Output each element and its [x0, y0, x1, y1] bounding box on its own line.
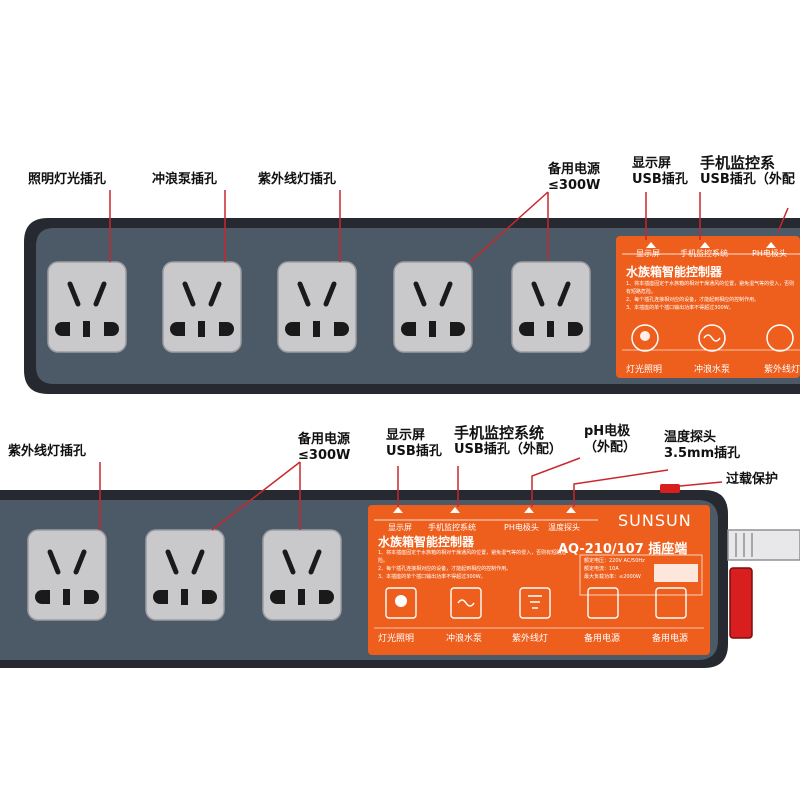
callout-uv-lamp-socket: 紫外线灯插孔 [258, 172, 337, 187]
callout-spare-power-bottom: 备用电源 ≤300W [298, 432, 351, 463]
callout-lighting-socket: 照明灯光插孔 [28, 172, 107, 187]
top-leader-lines [109, 190, 701, 263]
plug-icon [655, 587, 687, 619]
callout-display-usb: 显示屏 USB插孔 [632, 156, 688, 187]
bottom-leader-lines [99, 457, 723, 531]
overload-button[interactable] [660, 484, 680, 493]
callout-phone-monitor-bottom: 手机监控系统 USB插孔（外配） [454, 424, 562, 457]
pump-icon [450, 587, 482, 619]
bottom-socket-1 [28, 530, 106, 620]
callout-wave-pump-socket: 冲浪泵插孔 [152, 172, 218, 187]
callout-spare-power: 备用电源 ≤300W [548, 162, 601, 193]
callout-phone-monitor: 手机监控系 USB插孔（外配 [700, 154, 795, 187]
top-socket-4 [394, 262, 472, 352]
power-cable [727, 529, 800, 561]
bottom-panel-text: 显示屏 手机监控系统 PH电极头 温度探头 SUNSUN 水族箱智能控制器 AQ… [378, 511, 692, 644]
top-power-strip [24, 218, 800, 394]
top-socket-3 [278, 262, 356, 352]
bulb-icon [385, 587, 417, 619]
model-number: AQ-210/107 插座端 [558, 542, 688, 557]
top-panel-title: 水族箱智能控制器 [626, 265, 723, 279]
bottom-panel-title: 水族箱智能控制器 [378, 535, 475, 549]
top-control-panel [616, 236, 800, 378]
callout-overload-protection: 过载保护 [726, 472, 779, 487]
callout-uv-lamp-socket-bottom: 紫外线灯插孔 [8, 444, 87, 459]
uv-lamp-icon [519, 587, 551, 619]
plug-icon [587, 587, 619, 619]
top-panel-text: 显示屏 手机监控系统 PH电极头 水族箱智能控制器 1、将本插座固定于水族箱的相… [626, 249, 800, 375]
callout-ph-electrode: pH电极 （外配） [584, 424, 637, 455]
power-switch[interactable] [729, 567, 753, 639]
top-socket-1 [48, 262, 126, 352]
bottom-power-strip [0, 490, 728, 668]
bottom-socket-2 [146, 530, 224, 620]
callout-display-usb-bottom: 显示屏 USB插孔 [386, 428, 442, 459]
uv-lamp-icon [766, 324, 794, 352]
top-socket-5 [512, 262, 590, 352]
brand-logo: SUNSUN [618, 511, 692, 530]
top-socket-2 [163, 262, 241, 352]
bulb-icon [631, 324, 659, 352]
callout-temperature-probe: 温度探头 3.5mm插孔 [664, 430, 741, 461]
bottom-socket-3 [263, 530, 341, 620]
spec-block: 额定电压：220V AC/50Hz 额定电流：10A 最大负载功率：≤2000W [584, 558, 645, 580]
pump-icon [698, 324, 726, 352]
